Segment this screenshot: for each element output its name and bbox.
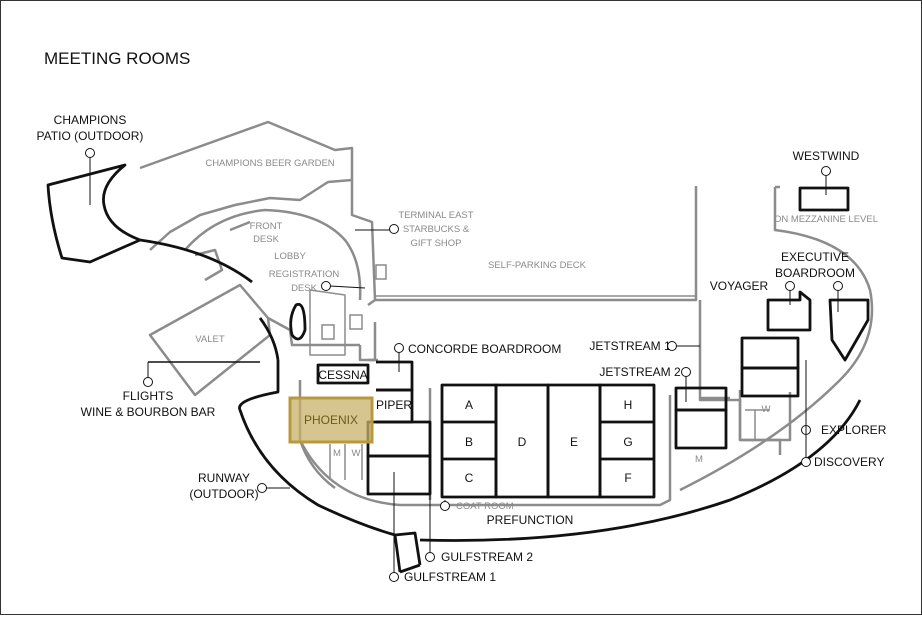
label-jetstream2: JETSTREAM 2: [599, 365, 681, 379]
label-terminal-east-2: STARBUCKS &: [403, 224, 470, 235]
marker-discovery[interactable]: [801, 457, 811, 467]
marker-runway[interactable]: [257, 483, 267, 493]
marker-flights[interactable]: [143, 377, 153, 387]
meeting-room-walls: [46, 163, 870, 574]
label-restroom-m-right: M: [695, 454, 703, 465]
marker-westwind[interactable]: [821, 166, 831, 176]
label-prefunction: PREFUNCTION: [487, 513, 574, 527]
label-room-f[interactable]: F: [624, 471, 631, 485]
label-room-e[interactable]: E: [570, 435, 578, 449]
label-room-h[interactable]: H: [624, 398, 633, 412]
label-cessna: CESSNA: [318, 368, 367, 382]
label-executive-2: BOARDROOM: [775, 266, 855, 280]
label-room-c[interactable]: C: [465, 471, 474, 485]
label-champions-1: CHAMPIONS: [54, 113, 127, 127]
label-discovery: DISCOVERY: [814, 455, 884, 469]
phoenix-highlight: [290, 398, 372, 442]
marker-registration-desk[interactable]: [321, 281, 331, 291]
label-voyager: VOYAGER: [710, 279, 769, 293]
label-explorer: EXPLORER: [821, 423, 887, 437]
map-title: MEETING ROOMS: [44, 49, 190, 68]
label-jetstream1: JETSTREAM 1: [589, 339, 671, 353]
label-restroom-m-left: M: [333, 448, 341, 459]
label-phoenix[interactable]: PHOENIX: [304, 413, 358, 427]
label-room-a[interactable]: A: [465, 398, 473, 412]
label-champions-2: PATIO (OUTDOOR): [37, 129, 144, 143]
label-room-d[interactable]: D: [518, 435, 527, 449]
label-terminal-east-3: GIFT SHOP: [410, 238, 461, 249]
label-front-desk-1: FRONT: [250, 221, 283, 232]
marker-jetstream2[interactable]: [681, 367, 691, 377]
marker-coat-room[interactable]: [440, 501, 450, 511]
label-registration-1: REGISTRATION: [269, 269, 340, 280]
label-self-parking: SELF-PARKING DECK: [488, 260, 587, 271]
label-beer-garden: CHAMPIONS BEER GARDEN: [205, 158, 334, 169]
label-westwind: WESTWIND: [793, 149, 860, 163]
label-flights-2: WINE & BOURBON BAR: [81, 405, 216, 419]
label-gulfstream2: GULFSTREAM 2: [441, 550, 533, 564]
marker-gulfstream1[interactable]: [389, 572, 399, 582]
label-room-g[interactable]: G: [623, 435, 632, 449]
phoenix-highlight-border: [288, 396, 374, 444]
marker-champions-patio[interactable]: [85, 148, 95, 158]
marker-gulfstream2[interactable]: [425, 552, 435, 562]
label-gulfstream1: GULFSTREAM 1: [404, 570, 496, 584]
label-concorde: CONCORDE BOARDROOM: [408, 342, 561, 356]
label-registration-2: DESK: [291, 283, 318, 294]
marker-voyager[interactable]: [785, 281, 795, 291]
label-flights-1: FLIGHTS: [123, 389, 174, 403]
label-mezzanine: ON MEZZANINE LEVEL: [774, 214, 878, 225]
label-front-desk-2: DESK: [253, 234, 280, 245]
label-room-b[interactable]: B: [465, 435, 473, 449]
marker-jetstream1[interactable]: [667, 341, 677, 351]
label-runway-2: (OUTDOOR): [189, 487, 258, 501]
label-markers: [85, 148, 843, 582]
label-terminal-east-1: TERMINAL EAST: [398, 210, 473, 221]
label-valet: VALET: [195, 334, 225, 345]
marker-concorde[interactable]: [394, 343, 404, 353]
map-labels: CHAMPIONS PATIO (OUTDOOR) CHAMPIONS BEER…: [37, 113, 887, 584]
detail-lines: [321, 264, 770, 480]
marker-terminal-east[interactable]: [389, 224, 399, 234]
marker-executive-boardroom[interactable]: [833, 281, 843, 291]
label-restroom-w-left: W: [352, 448, 361, 459]
label-lobby: LOBBY: [274, 251, 306, 262]
label-runway-1: RUNWAY: [198, 471, 250, 485]
label-coat-room: COAT ROOM: [456, 501, 514, 512]
label-executive-1: EXECUTIVE: [781, 250, 849, 264]
label-piper: PIPER: [376, 398, 412, 412]
label-restroom-w-right: W: [762, 404, 771, 415]
